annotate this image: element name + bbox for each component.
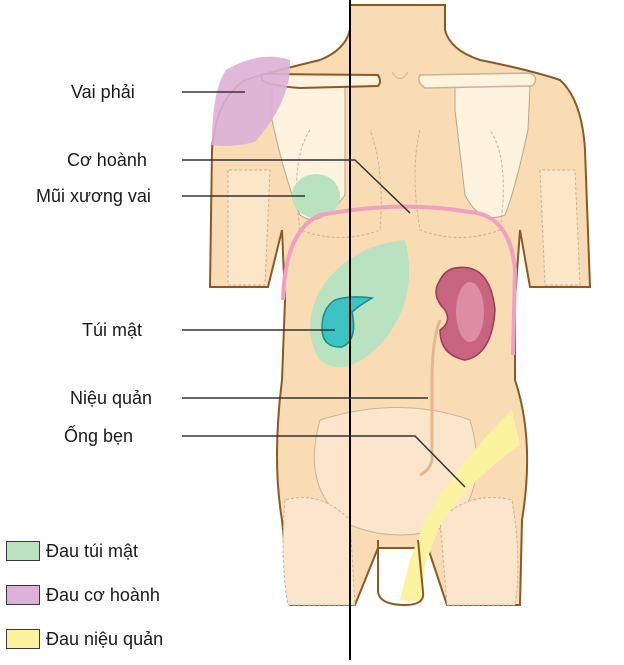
legend-item-diaphragm: Đau cơ hoành [6,583,160,607]
right-arm-inner [227,169,271,286]
legend-swatch-yellow [6,629,40,649]
leader-ong-ben [182,435,466,488]
legend-item-ureter: Đau niệu quản [6,627,163,651]
label-vai-phai: Vai phải [71,82,135,102]
legend-label: Đau túi mật [46,540,139,561]
scapula-tip-pain-region [292,174,340,218]
leader-co-hoanh [182,159,411,214]
ureter-pain-region [400,410,520,602]
legend-swatch-purple [6,585,40,605]
label-ong-ben: Ống bẹn [64,426,134,446]
genital-outline [377,539,425,607]
left-arm-inner [539,169,581,286]
diaphragm [281,204,518,356]
sternal-notch [391,71,409,79]
kidney-highlight [456,282,484,342]
left-scapula [454,84,531,218]
right-ribs [296,129,382,238]
left-clavicle [418,72,537,89]
left-thigh [439,497,519,606]
legend-swatch-green [6,541,40,561]
legend-label: Đau cơ hoành [46,584,160,605]
label-tui-mat: Túi mật [82,320,143,340]
label-co-hoanh: Cơ hoành [67,150,147,170]
label-mui-xuong-vai: Mũi xương vai [36,186,151,206]
legend-label: Đau niệu quản [46,628,164,649]
right-thigh [282,497,356,606]
label-nieu-quan: Niệu quản [70,388,153,408]
gallbladder [321,296,375,348]
left-ribs [414,129,504,238]
legend-item-gallbladder: Đau túi mật [6,539,138,563]
diaphragm-pain-region [212,56,291,146]
ureter [419,319,442,477]
